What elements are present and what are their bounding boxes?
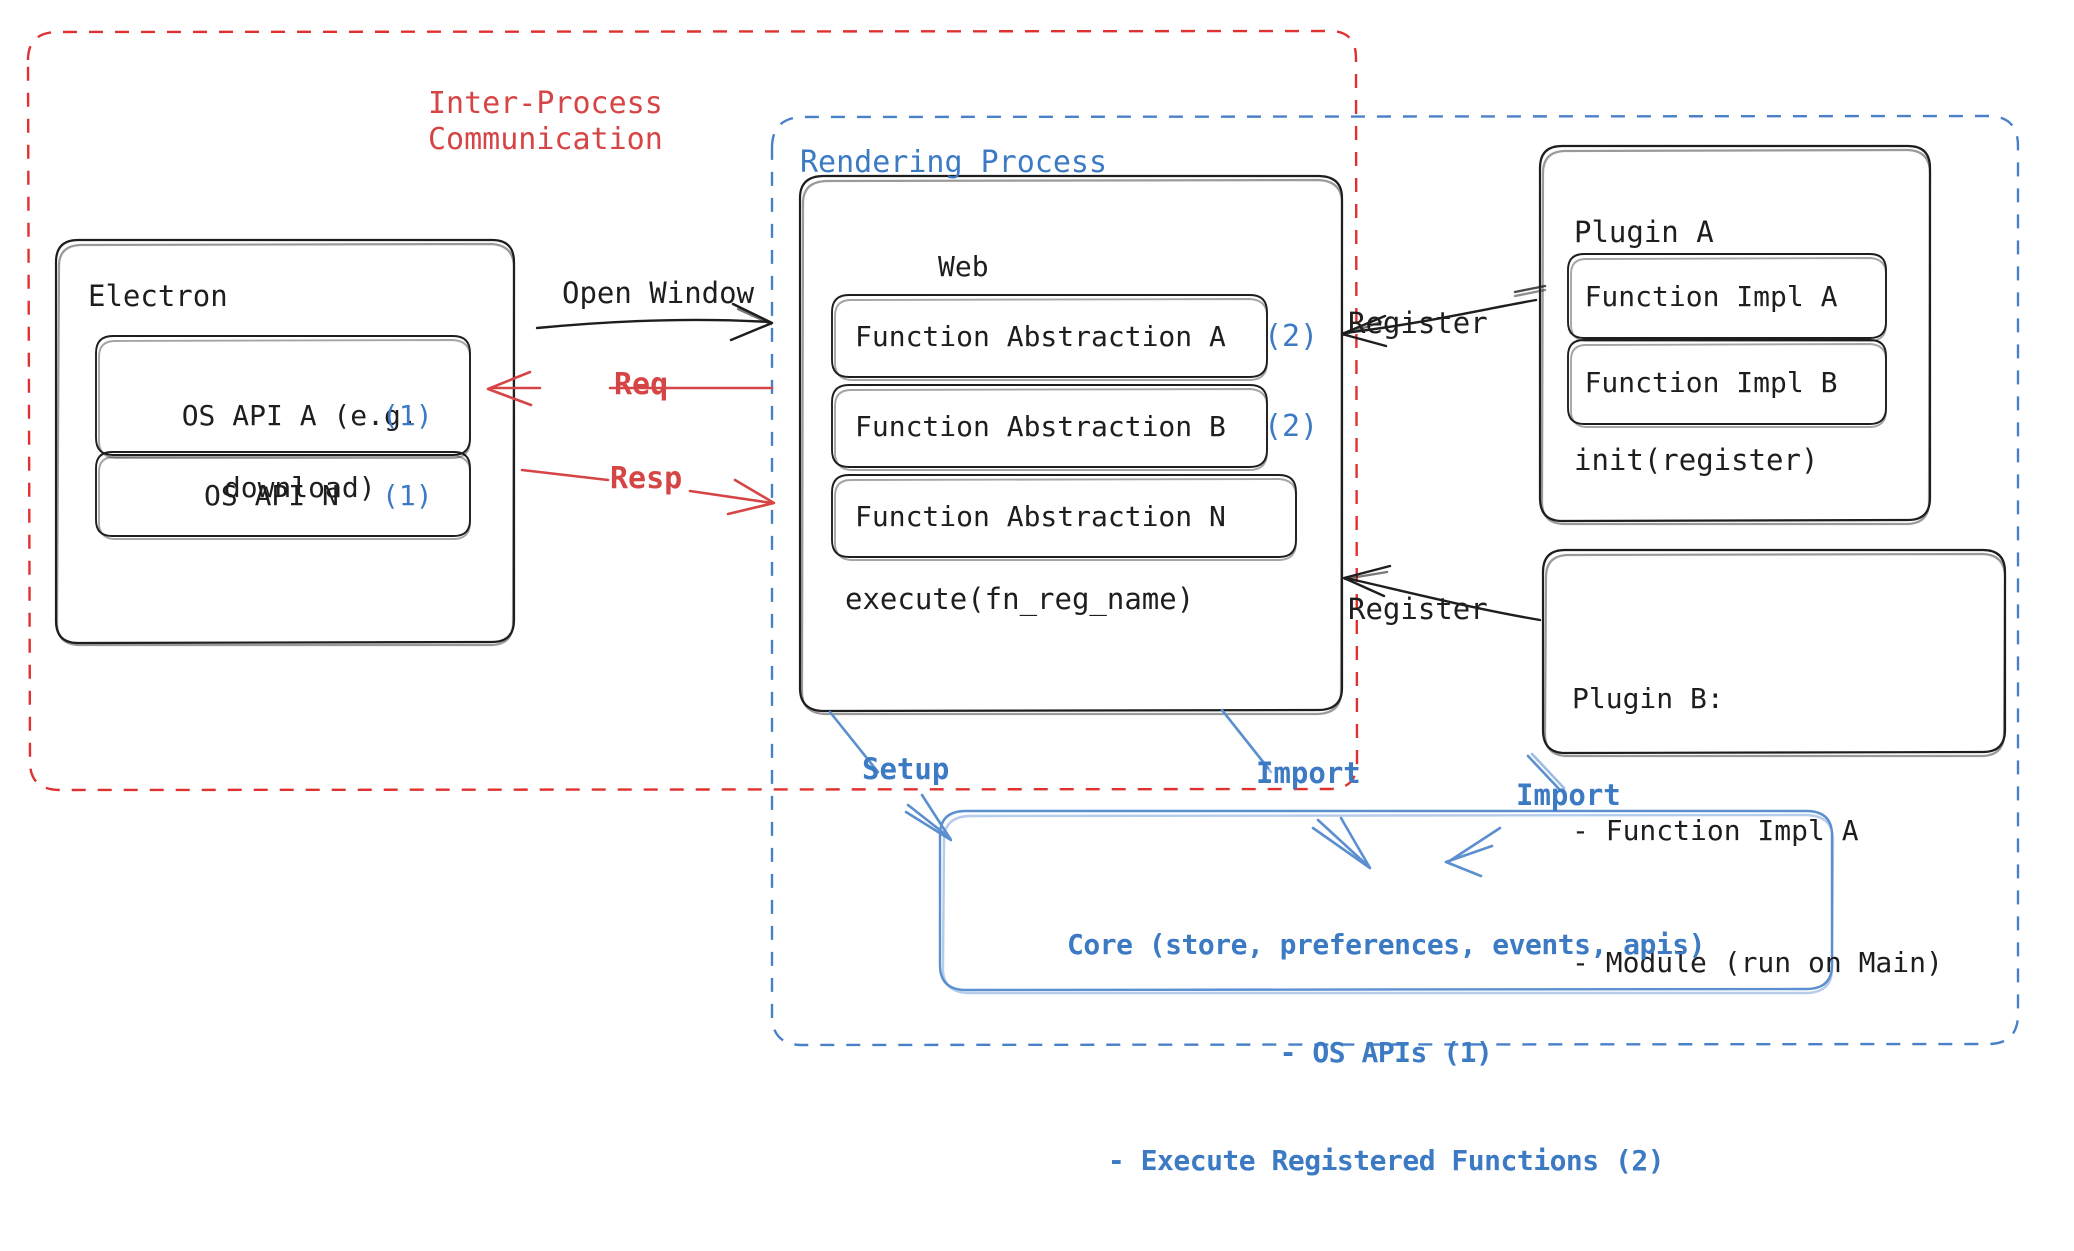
plugin-a-box-outline (1538, 144, 1932, 526)
os-api-a-tag: (1) (382, 399, 433, 432)
os-api-n-label: OS API N (204, 479, 339, 512)
plugin-b-lines: Plugin B: - Function Impl A - Module (ru… (1572, 589, 1943, 1073)
os-api-n-box-outline (95, 451, 471, 540)
resp-arrow (520, 468, 776, 516)
diagram-canvas: .rx { fill:none; stroke:#1e1e1e; stroke-… (26, 29, 2020, 1177)
electron-title: Electron (88, 279, 228, 313)
ipc-region-label-line2: Communication (428, 122, 663, 157)
os-api-a-label: OS API A (e.g. download) (100, 362, 432, 542)
import-web-arrow (1220, 708, 1372, 870)
core-box-outline (938, 809, 1835, 995)
setup-arrow (828, 710, 953, 842)
req-arrow (486, 370, 774, 407)
web-box-outline (798, 174, 1344, 716)
open-window-arrow (535, 302, 774, 342)
fn-abs-b-box-outline (831, 384, 1268, 471)
diagram-vector-layer: .rx { fill:none; stroke:#1e1e1e; stroke-… (26, 29, 2020, 1047)
plugin-b-box-outline (1541, 548, 2007, 758)
rendering-region-label: Rendering Process (800, 145, 1108, 180)
fn-abs-a-box-outline (831, 294, 1268, 381)
plugin-b-line-2: - Module (run on Main) (1572, 946, 1943, 979)
plugin-b-line-1: - Function Impl A (1572, 814, 1859, 847)
req-label: Req (614, 367, 669, 402)
fn-impl-a-label: Function Impl A (1584, 280, 1838, 313)
plugin-a-title: Plugin A (1574, 215, 1714, 249)
register-b-arrow (1342, 564, 1542, 622)
ipc-region-outline (26, 29, 1359, 792)
os-api-a-line1: OS API A (e.g. (181, 399, 418, 432)
fn-abs-b-tag: (2) (1264, 409, 1319, 444)
register-a-arrow (1340, 284, 1547, 348)
fn-abs-n-label: Function Abstraction N (855, 500, 1226, 533)
setup-label: Setup (862, 752, 950, 786)
core-lines: Core (store, preferences, events, apis) … (940, 855, 1832, 1251)
fn-abs-a-label: Function Abstraction A (855, 320, 1226, 353)
core-line-0: Core (store, preferences, events, apis) (1067, 928, 1705, 961)
ipc-region-label-line1: Inter-Process (428, 86, 663, 121)
plugin-b-line-0: Plugin B: (1572, 682, 1724, 715)
electron-box-outline (54, 238, 516, 647)
fn-impl-b-box-outline (1567, 339, 1887, 428)
core-line-1: - OS APIs (1) (1279, 1036, 1493, 1069)
import-plugin-arrow (1444, 752, 1566, 878)
import-plugin-label: Import (1516, 778, 1621, 812)
fn-impl-a-box-outline (1567, 253, 1887, 342)
core-line-2: - Execute Registered Functions (2) (1107, 1144, 1665, 1177)
register-a-label: Register (1348, 306, 1488, 340)
os-api-a-line2: download) (223, 471, 376, 504)
import-web-label: Import (1256, 756, 1361, 790)
resp-label: Resp (610, 461, 683, 496)
rendering-region-outline (770, 114, 2020, 1047)
register-b-label: Register (1348, 592, 1488, 626)
fn-abs-b-label: Function Abstraction B (855, 410, 1226, 443)
os-api-n-tag: (1) (382, 479, 433, 512)
fn-abs-a-tag: (2) (1264, 319, 1319, 354)
web-execute-label: execute(fn_reg_name) (845, 582, 1195, 616)
plugin-a-init-label: init(register) (1574, 443, 1819, 477)
fn-impl-b-label: Function Impl B (1584, 366, 1838, 399)
web-title: Web (938, 250, 989, 283)
open-window-label: Open Window (562, 276, 755, 310)
fn-abs-n-box-outline (831, 474, 1297, 561)
